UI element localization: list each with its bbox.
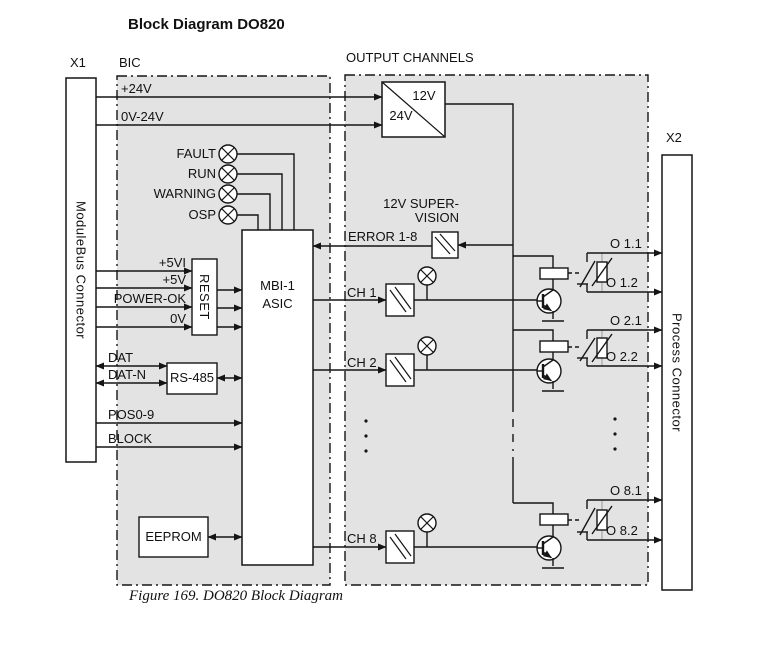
x2-label: X2 bbox=[666, 130, 682, 145]
ch2-label: CH 2 bbox=[347, 355, 377, 370]
rail-12v bbox=[445, 103, 554, 514]
ch1-label: CH 1 bbox=[347, 285, 377, 300]
modulebus-connector-box bbox=[65, 77, 97, 463]
pos-label: POS0-9 bbox=[108, 407, 155, 422]
block-label: BLOCK bbox=[108, 431, 153, 446]
warning-label: WARNING bbox=[153, 186, 216, 201]
ch8-relay-contact-icon bbox=[577, 500, 613, 540]
modulebus-connector-label: ModuleBus Connector bbox=[73, 200, 89, 340]
ch2-led-icon bbox=[417, 336, 437, 356]
out-1-1-label: O 1.1 bbox=[610, 236, 642, 251]
x1-label: X1 bbox=[70, 55, 86, 70]
supervision-label-line2: VISION bbox=[414, 210, 459, 225]
powerok-label: POWER-OK bbox=[113, 291, 186, 306]
fault-led-icon bbox=[218, 144, 238, 164]
run-led-icon bbox=[218, 164, 238, 184]
figure-caption: Figure 169. DO820 Block Diagram bbox=[129, 588, 343, 604]
warning-led-icon bbox=[218, 184, 238, 204]
ch2-transistor-icon bbox=[536, 358, 564, 392]
out-1-2-label: O 1.2 bbox=[606, 275, 638, 290]
osp-led-icon bbox=[218, 205, 238, 225]
rs485-label: RS-485 bbox=[169, 370, 215, 385]
zero24v-label: 0V-24V bbox=[121, 109, 164, 124]
ch2-relay-contact-icon bbox=[577, 330, 613, 366]
ch8-label: CH 8 bbox=[347, 531, 377, 546]
supervision-optocoupler-icon bbox=[431, 231, 459, 259]
plus24v-label: +24V bbox=[121, 81, 152, 96]
converter-12v-label: 12V bbox=[412, 88, 436, 103]
channel-1-circuit bbox=[313, 249, 663, 322]
ch8-relay-coil bbox=[539, 513, 569, 526]
ch8-led-icon bbox=[417, 513, 437, 533]
osp-label: OSP bbox=[188, 207, 216, 222]
eeprom-label: EEPROM bbox=[145, 529, 202, 544]
rs485-box bbox=[166, 362, 218, 395]
ch1-transistor-icon bbox=[536, 288, 564, 322]
zerov-label: 0V bbox=[170, 311, 186, 326]
channel-8-circuit bbox=[313, 496, 663, 569]
out-8-1-label: O 8.1 bbox=[610, 483, 642, 498]
bus-wires bbox=[96, 419, 243, 451]
converter-24v-label: 24V bbox=[389, 108, 413, 123]
reset-wires bbox=[96, 267, 243, 331]
out-2-2-label: O 2.2 bbox=[606, 349, 638, 364]
process-connector-box bbox=[661, 154, 693, 591]
ellipsis-dots bbox=[364, 417, 617, 453]
dat-label: DAT bbox=[108, 350, 134, 365]
asic-name-line2: ASIC bbox=[262, 296, 293, 311]
run-label: RUN bbox=[187, 166, 216, 181]
led-icons bbox=[218, 144, 238, 225]
out-2-1-label: O 2.1 bbox=[610, 313, 642, 328]
supervision-label-line1: 12V SUPER- bbox=[383, 196, 459, 211]
power-lines bbox=[96, 93, 383, 129]
channel-2-circuit bbox=[313, 326, 663, 392]
asic-name-line1: MBI-1 bbox=[260, 278, 295, 293]
plus5vi-label: +5VI bbox=[158, 255, 186, 270]
plus5v-label: +5V bbox=[162, 272, 187, 287]
ch1-relay-contact-icon bbox=[577, 253, 613, 292]
bic-label: BIC bbox=[119, 55, 141, 70]
mbi1-asic-box bbox=[241, 229, 314, 566]
out-8-2-label: O 8.2 bbox=[606, 523, 638, 538]
ch1-relay-coil bbox=[539, 267, 569, 280]
reset-label: RESET bbox=[197, 274, 212, 320]
dcdc-converter-icon bbox=[381, 81, 446, 138]
dat-wires bbox=[95, 362, 243, 387]
eeprom-box bbox=[138, 516, 209, 558]
process-connector-label: Process Connector bbox=[669, 312, 685, 433]
ch2-relay-coil bbox=[539, 340, 569, 353]
led-wires bbox=[237, 153, 295, 230]
error-label: ERROR 1-8 bbox=[348, 229, 418, 244]
figure-title: Block Diagram DO820 bbox=[128, 16, 285, 33]
reset-box bbox=[191, 258, 218, 336]
datn-label: DAT-N bbox=[108, 367, 147, 382]
ch8-transistor-icon bbox=[536, 535, 564, 569]
fault-label: FAULT bbox=[176, 146, 217, 161]
output-channels-label: OUTPUT CHANNELS bbox=[346, 50, 474, 65]
ch1-led-icon bbox=[417, 266, 437, 286]
